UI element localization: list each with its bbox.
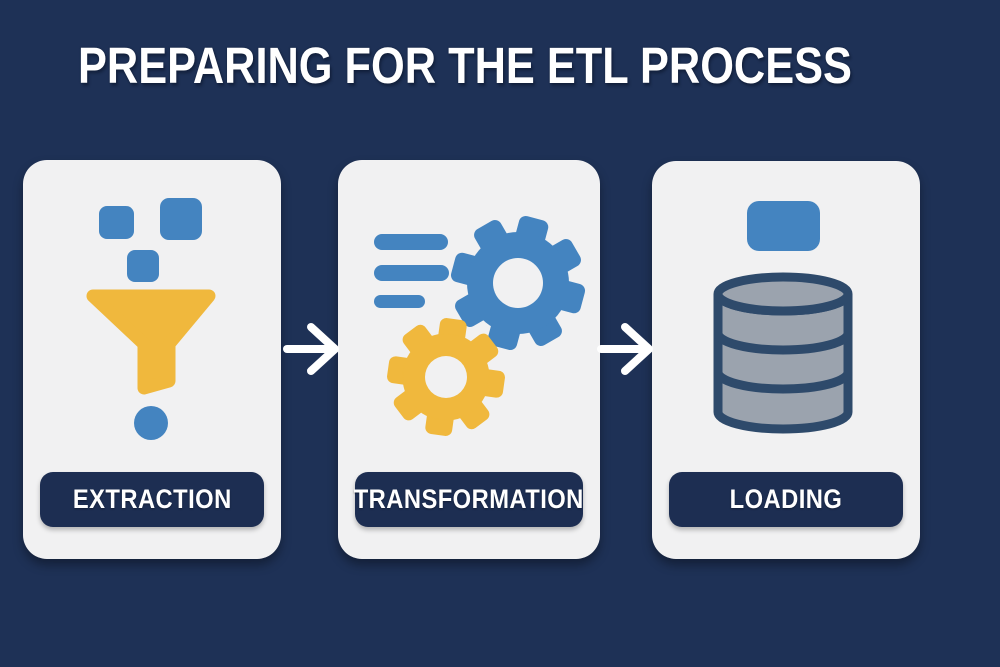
drop-circle [134,406,168,440]
arrow-right-icon-2 [597,323,653,375]
funnel-shape [86,289,216,395]
transformation-label-badge: TRANSFORMATION [353,472,585,527]
gears-icon [374,215,586,436]
loading-label-badge: LOADING [669,472,903,527]
list-line-2 [374,265,449,281]
step-label: LOADING [729,484,843,514]
yellow-gear [387,318,505,436]
data-packet [747,201,820,251]
step-label: TRANSFORMATION [353,484,585,514]
funnel-icon [86,198,216,440]
database-icon [713,201,853,434]
list-line-1 [374,234,448,250]
card-transformation: TRANSFORMATION [338,160,600,559]
list-line-3 [374,295,425,308]
data-block-large [160,198,202,240]
data-block-mid [127,250,159,282]
list-lines [374,234,449,308]
data-blocks [99,198,202,282]
card-extraction: EXTRACTION [23,160,281,559]
arrow-right-icon-1 [283,323,339,375]
database-cylinder [713,272,853,434]
blue-gear [450,215,586,351]
page-title: PREPARING FOR THE ETL PROCESS [78,37,852,94]
extraction-label-badge: EXTRACTION [40,472,264,527]
data-block-small [99,206,134,239]
card-loading: LOADING [652,161,920,559]
step-label: EXTRACTION [72,484,232,514]
